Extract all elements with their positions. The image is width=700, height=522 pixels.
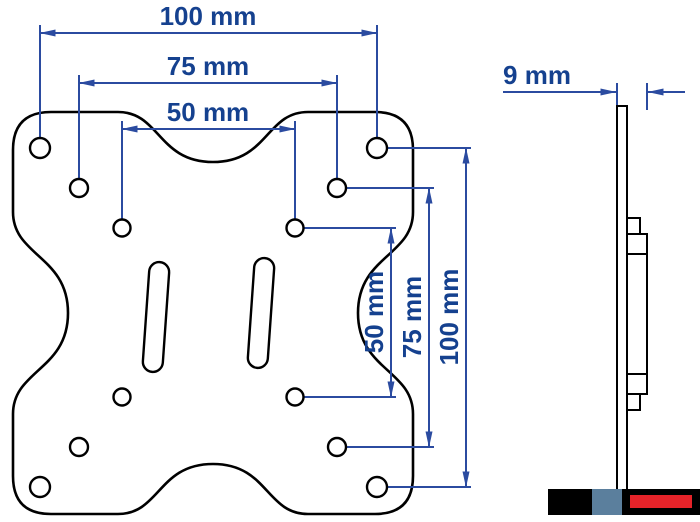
dimension-label-50mm-right: 50 mm [359,271,389,353]
side-view: 9 mm [503,60,685,515]
dimension-label-75mm-right: 75 mm [397,276,427,358]
hole-75-bottom-right [326,436,348,458]
side-bracket-hook-top [626,217,641,235]
side-plate-profile [616,105,628,515]
hole-50-bottom-left [112,387,132,407]
extension-lines [39,25,471,488]
dimension-label-100mm-top: 100 mm [160,1,257,31]
dimension-label-100mm-right: 100 mm [434,269,464,366]
dimension-label-50mm-top: 50 mm [167,97,249,127]
side-bracket-hook-bottom [626,393,641,411]
hole-50-top-right [285,218,305,238]
hole-100-bottom-left [28,475,52,499]
side-bracket-profile [626,233,648,395]
hole-75-top-right [326,177,348,199]
logo-blue-square [592,489,622,515]
hole-75-top-left [68,177,90,199]
hole-100-top-right [365,136,389,160]
hole-100-top-left [28,136,52,160]
mounting-holes [28,136,389,499]
logo-red-wordmark [630,495,692,508]
hole-100-bottom-right [365,475,389,499]
dimension-label-75mm-top: 75 mm [167,51,249,81]
brand-logo [548,489,700,515]
dimension-label-9mm: 9 mm [503,60,571,90]
plate-outline [11,110,415,516]
dimension-lines [39,29,470,488]
adapter-slot-left [141,260,171,374]
hole-75-bottom-left [68,436,90,458]
front-view: 100 mm 75 mm 50 mm 50 mm 75 mm 100 mm [11,1,471,516]
hole-50-top-left [112,218,132,238]
adapter-slot-right [246,256,276,370]
hole-50-bottom-right [285,387,305,407]
